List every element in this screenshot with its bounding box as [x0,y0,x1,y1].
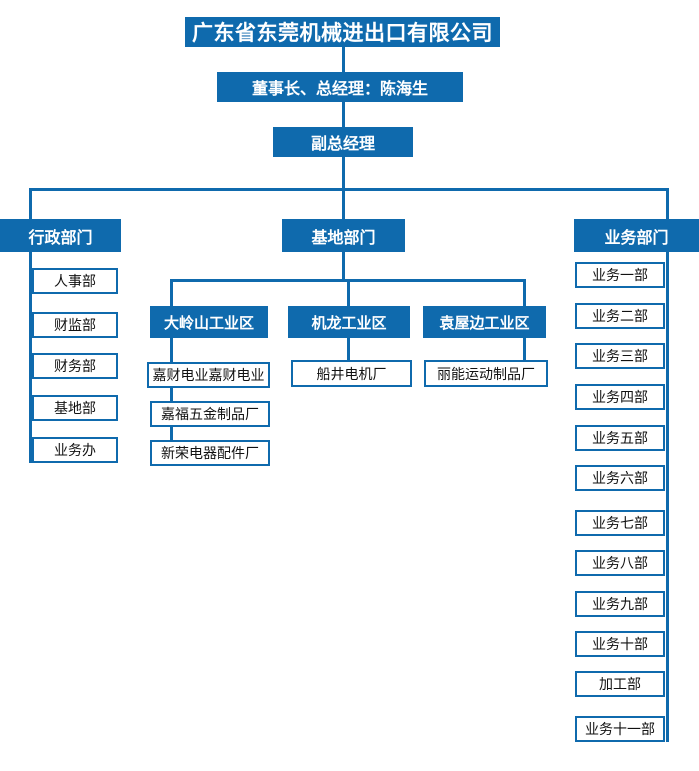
node-business-dept-header: 业务部门 [574,219,699,252]
node-chuanjing-motor-factory: 船井电机厂 [291,360,412,387]
node-business-unit-7: 业务七部 [575,510,665,536]
node-company-title: 广东省东莞机械进出口有限公司 [185,17,500,47]
node-chairman-gm: 董事长、总经理：陈海生 [217,72,463,102]
connector-line [347,282,350,306]
connector-line [342,157,345,188]
connector-line [29,252,32,463]
node-yuanwubian-zone: 袁屋边工业区 [423,306,546,338]
connector-line [170,338,173,440]
node-jiacai-electric-factory: 嘉财电业嘉财电业 [147,362,270,388]
connector-line [523,282,526,306]
node-lineng-sports-products-factory: 丽能运动制品厂 [424,360,548,387]
connector-line [170,282,173,306]
connector-line [666,191,669,219]
connector-line [666,252,669,742]
node-finance-dept: 财务部 [32,353,118,379]
node-jiafu-hardware-factory: 嘉福五金制品厂 [150,401,270,427]
connector-line [29,188,669,191]
node-business-unit-2: 业务二部 [575,303,665,329]
node-business-unit-5: 业务五部 [575,425,665,451]
node-finance-supervision-dept: 财监部 [32,312,118,338]
connector-line [170,279,526,282]
connector-line [342,252,345,279]
node-admin-dept-header: 行政部门 [0,219,121,252]
node-business-unit-10: 业务十部 [575,631,665,657]
connector-line [342,102,345,127]
node-business-unit-8: 业务八部 [575,550,665,576]
node-business-unit-9: 业务九部 [575,591,665,617]
connector-line [523,338,526,360]
node-xinrong-appliance-parts-factory: 新荣电器配件厂 [150,440,270,466]
node-jilong-zone: 机龙工业区 [288,306,410,338]
node-business-unit-3: 业务三部 [575,343,665,369]
node-hr-dept: 人事部 [32,268,118,294]
connector-line [342,191,345,219]
connector-line [29,191,32,219]
connector-line [342,47,345,72]
node-base-dept: 基地部 [32,395,118,421]
node-business-unit-1: 业务一部 [575,262,665,288]
node-business-unit-6: 业务六部 [575,465,665,491]
node-deputy-gm: 副总经理 [273,127,413,157]
node-dalingshan-zone: 大岭山工业区 [150,306,268,338]
node-business-unit-11: 业务十一部 [575,716,665,742]
node-business-unit-4: 业务四部 [575,384,665,410]
connector-line [347,338,350,360]
node-base-dept-header: 基地部门 [282,219,405,252]
node-business-office: 业务办 [32,437,118,463]
node-processing-dept: 加工部 [575,671,665,697]
